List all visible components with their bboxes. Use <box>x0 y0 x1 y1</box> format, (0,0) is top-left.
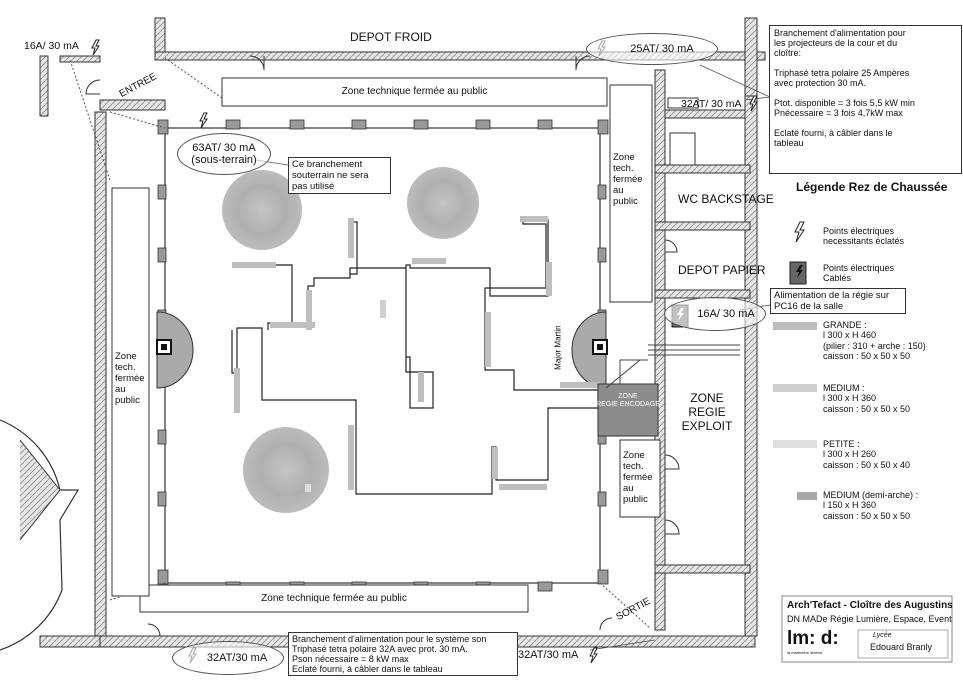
power-point-63at: 63AT/ 30 mA (sous-terrain) <box>177 133 271 175</box>
zone-tech-right-box <box>609 84 653 303</box>
power-point-32at-bottom-left: 32AT/30 mA <box>172 641 284 675</box>
power-point-32at-right: 32AT/ 30 mA <box>681 98 742 110</box>
legend-cables: Points électriques Cablés <box>823 263 895 284</box>
legend-grande-swatch <box>773 322 817 330</box>
exhibit-panels <box>232 216 600 492</box>
zone-tech-right: Zone tech. fermée au public <box>613 152 643 207</box>
legend-title: Légende Rez de Chaussée <box>796 180 948 194</box>
legend-demi-swatch <box>797 492 817 500</box>
exhibit-path <box>231 219 599 495</box>
power-point-63at-label: 63AT/ 30 mA (sous-terrain) <box>191 142 257 166</box>
zone-regie-encodage <box>597 383 659 437</box>
zone-tech-bottom-box <box>139 584 529 613</box>
zone-regie-exploit: ZONE REGIE EXPLOIT <box>681 391 733 433</box>
pillar-icon <box>156 311 608 389</box>
note-top-right: Branchement d'alimentation pour les proj… <box>769 25 962 174</box>
power-point-32at-bottom-right: 32AT/30 mA <box>518 649 579 661</box>
room-depot-froid: DEPOT FROID <box>350 30 432 44</box>
legend-medium: MEDIUM : l 300 x H 360 caisson : 50 x 50… <box>823 383 911 414</box>
power-point-16a-topleft: 16A/ 30 mA <box>24 40 79 52</box>
power-point-25at-label: 25AT/ 30 mA <box>630 43 694 55</box>
credits-logo-small: la martinière diderot <box>787 650 823 655</box>
zone-regie-encodage: ZONE REGIE ENCODAGE <box>596 393 660 409</box>
power-point-16a-regie: 16A/ 30 mA <box>664 297 766 331</box>
door-swing-icon <box>85 55 680 637</box>
note-regie: Alimentation de la régie sur PC16 de la … <box>770 288 906 314</box>
zone-tech-top-box <box>221 77 608 107</box>
legend-grande: GRANDE : l 300 x H 460 (pilier : 310 + a… <box>823 320 926 362</box>
zone-tech-left: Zone tech. fermée au public <box>115 351 145 406</box>
power-point-25at: 25AT/ 30 mA <box>586 33 718 65</box>
power-point-32at-bottom-left-label: 32AT/30 mA <box>206 652 268 664</box>
room-wc-backstage: WC BACKSTAGE <box>678 192 774 206</box>
legend-eclates: Points électriques necessitants éclatés <box>823 226 905 247</box>
credits-title: Arch'Tefact - Cloître des Augustins <box>787 600 953 611</box>
note-bottom: Branchement d'alimentation pour le systè… <box>288 632 518 676</box>
credits-logo: lm: d: <box>787 628 839 649</box>
zone-tech-lower-box <box>619 439 661 518</box>
credits-lycee-label: Lycée <box>873 632 892 639</box>
room-depot-papier: DEPOT PAPIER <box>678 263 766 277</box>
zone-tech-lower: Zone tech. fermée au public <box>623 450 653 505</box>
legend-medium-swatch <box>773 384 817 392</box>
note-underground: Ce branchement souterrain ne sera pas ut… <box>288 157 391 194</box>
legend-petite-swatch <box>773 440 817 448</box>
power-point-16a-regie-label: 16A/ 30 mA <box>697 308 755 320</box>
left-curve <box>0 419 80 651</box>
label-major-martin: Major Martin <box>553 325 563 370</box>
legend-medium-demi: MEDIUM (demi-arche) : l 150 x H 360 cais… <box>823 490 919 521</box>
legend-petite: PETITE : l 300 x H 260 caisson : 50 x 50… <box>823 439 911 470</box>
credits-subtitle: DN MADe Régie Lumière, Espace, Event <box>787 614 952 624</box>
zone-tech-bottom: Zone technique fermée au public <box>261 593 407 604</box>
credits-lycee-name: Edouard Branly <box>870 642 933 652</box>
zone-tech-left-box <box>111 187 150 597</box>
zone-tech-top: Zone technique fermée au public <box>341 86 488 97</box>
